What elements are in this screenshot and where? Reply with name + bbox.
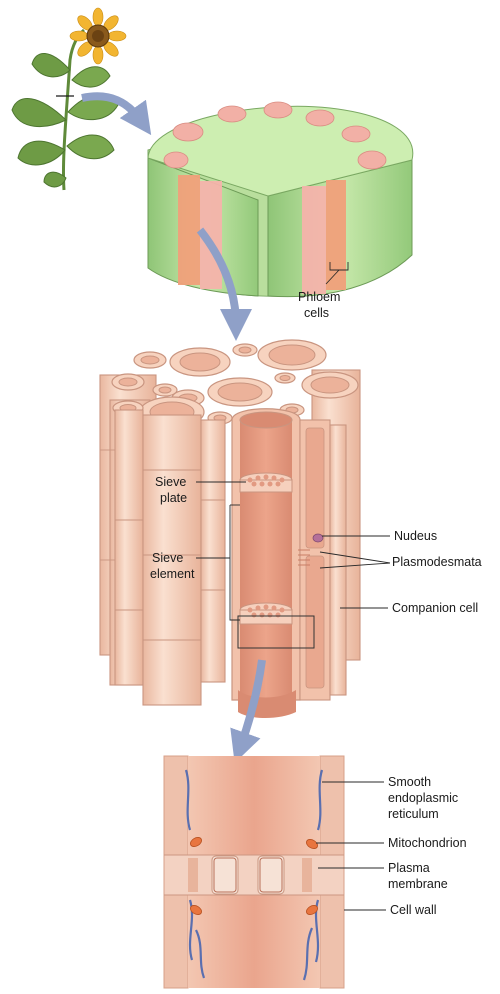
sieve-plate-lower — [239, 602, 293, 625]
mitochondrion-label: Mitochondrion — [388, 836, 467, 850]
smooth-er-label: Smooth — [388, 775, 431, 789]
mitochondria — [190, 837, 318, 915]
smooth-er-label-line2: endoplasmic — [388, 791, 458, 805]
sieve-element-label-line2: element — [150, 567, 195, 581]
arrow-to-stem — [81, 92, 152, 136]
arrow-to-tubes — [196, 227, 252, 341]
smooth-er-label-line3: reticulum — [388, 807, 439, 821]
sieve-tube-bundle — [99, 339, 361, 718]
sieve-plate-upper — [239, 472, 293, 493]
stem-cross-section — [147, 101, 414, 298]
plasmodesmata-label: Plasmodesmata — [392, 555, 482, 569]
sieve-plate-label: Sieve — [155, 475, 186, 489]
cell-wall-label: Cell wall — [390, 903, 437, 917]
sieve-plate-zoom — [163, 755, 345, 989]
plasma-membrane-label: Plasma — [388, 861, 430, 875]
sieve-plate-label-line2: plate — [160, 491, 187, 505]
front-tubes — [100, 409, 226, 706]
companion-cell-label: Companion cell — [392, 601, 478, 615]
sunflower-head — [69, 7, 127, 65]
tube-tops — [111, 339, 359, 428]
cutaway-companion-cell — [298, 419, 347, 701]
plasma-membrane-label-line2: membrane — [388, 877, 448, 891]
nucleus-label: Nudeus — [394, 529, 437, 543]
sieve-element-label: Sieve — [152, 551, 183, 565]
zoom-box — [237, 615, 315, 649]
phloem-cells-label: Phloem — [298, 290, 340, 304]
arrow-to-zoom — [230, 659, 266, 764]
sieve-plate-zoom-wall — [163, 854, 345, 896]
cutaway-sieve-element — [231, 408, 301, 718]
smooth-er-strands — [184, 769, 324, 981]
phloem-cells-label-line2: cells — [304, 306, 329, 320]
